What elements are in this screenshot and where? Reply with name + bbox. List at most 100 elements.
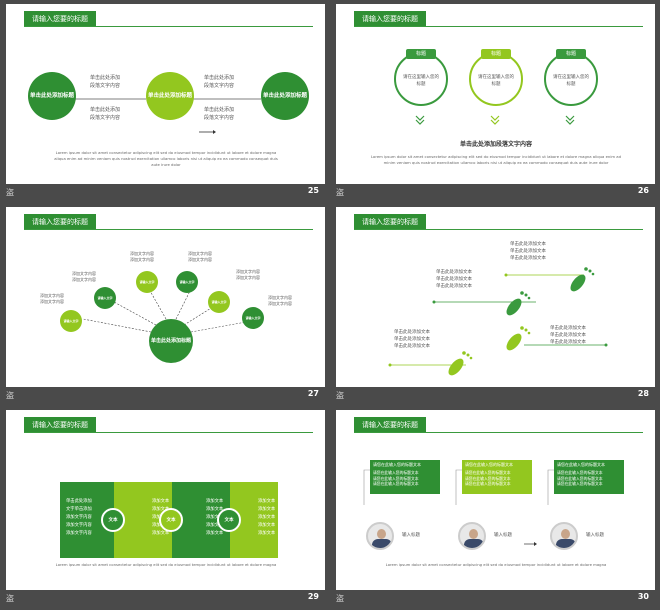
step-label-1: 单击此处添加文本 单击此处添加文本 单击此处添加文本 (510, 242, 546, 261)
flow-text-1: 单击此处添加 段落文字内容 (90, 75, 121, 89)
node-label-6: 添加文字内容 添加文字内容 (268, 295, 292, 306)
avatar (550, 522, 578, 550)
lorem-text: Lorem ipsum dolor sit amet consectetur a… (55, 562, 277, 567)
slide-26-footer: 盗 26 (336, 186, 655, 200)
slide-26[interactable]: 请输入您要的标题 标题 请在这里输入您的标题 标题 请在这里输入您的标题 标题 … (336, 4, 655, 184)
panel-1-text: 单击此处添加 文字单击添加 添加文字内容 添加文字内容 添加文字内容 (66, 499, 92, 536)
slide-25-cell[interactable]: 请输入您要的标题 单击此处添加标题 单击此处添加标题 单击此处添加标题 单击此处… (0, 0, 330, 203)
panel-4-text: 添加文本 添加文本 添加文本 添加文本 添加文本 (258, 499, 276, 536)
node-label-1: 添加文字内容 添加文字内容 (40, 293, 64, 304)
slide-title: 请输入您要的标题 (354, 11, 426, 27)
lorem-text: Lorem ipsum dolor sit amet consectetur a… (370, 154, 622, 165)
slide-number: 29 (307, 592, 319, 601)
slide-30-cell[interactable]: 请输入您要的标题 请您在此输入您的标题文本 请您在此输入您的标题文本 请您在此输… (330, 406, 660, 609)
slide-title: 请输入您要的标题 (24, 214, 96, 230)
profile-box-3-title: 请您在此输入您的标题文本 (557, 462, 605, 467)
avatar-head-icon (377, 529, 386, 539)
flow-circle-1: 单击此处添加标题 (28, 72, 76, 120)
step-label-3: 单击此处添加文本 单击此处添加文本 单击此处添加文本 (550, 326, 586, 345)
slide-number: 30 (637, 592, 649, 601)
slide-29[interactable]: 请输入您要的标题 单击此处添加 文字单击添加 添加文字内容 添加文字内容 添加文… (6, 410, 325, 590)
slide-30-footer: 盗 30 (336, 592, 655, 606)
slide-number: 27 (307, 389, 319, 398)
title-underline (24, 229, 313, 230)
chevron-down-icons (415, 115, 575, 125)
avatar-body-icon (556, 539, 576, 548)
slide-25-footer: 盗 25 (6, 186, 325, 200)
profile-box-2-text: 请您在此输入您的标题文本 请您在此输入您的标题文本 请您在此输入您的标题文本 (465, 470, 511, 486)
title-underline (354, 229, 643, 230)
avatar-head-icon (561, 529, 570, 539)
profile-box-3-text: 请您在此输入您的标题文本 请您在此输入您的标题文本 请您在此输入您的标题文本 (557, 470, 603, 486)
slide-number: 25 (307, 186, 319, 195)
ring-2-label: 标题 (481, 49, 511, 59)
profile-box-1-text: 请您在此输入您的标题文本 请您在此输入您的标题文本 请您在此输入您的标题文本 (373, 470, 419, 486)
slide-29-footer: 盗 29 (6, 592, 325, 606)
avatar-head-icon (469, 529, 478, 539)
profile-box-1-title: 请您在此输入您的标题文本 (373, 462, 421, 467)
profile-box-1 (370, 460, 440, 494)
node-3: 请输入文字 (136, 271, 158, 293)
flow-circle-3: 单击此处添加标题 (261, 72, 309, 120)
step-label-2: 单击此处添加文本 单击此处添加文本 单击此处添加文本 (436, 270, 472, 289)
slide-28-footer: 盗 28 (336, 389, 655, 403)
slide-icon: 盗 (336, 391, 344, 400)
panel-3-text: 添加文本 添加文本 添加文本 添加文本 添加文本 (206, 499, 224, 536)
radial-connectors (82, 288, 247, 333)
profile-box-3 (554, 460, 624, 494)
flow-circle-2: 单击此处添加标题 (146, 72, 194, 120)
ring-3-text: 请在这里输入您的标题 (553, 75, 589, 87)
flow-text-3: 单击此处添加 段落文字内容 (204, 75, 235, 89)
slide-28-cell[interactable]: 请输入您要的标题 (330, 203, 660, 406)
node-2: 请输入文字 (94, 287, 116, 309)
title-underline (354, 26, 643, 27)
slide-title: 请输入您要的标题 (24, 417, 96, 433)
slide-27[interactable]: 请输入您要的标题 单击此处添加标题 请输入文字 请输入文字 请输入文字 请输入文… (6, 207, 325, 387)
hub-circle: 单击此处添加标题 (149, 319, 193, 363)
node-4: 请输入文字 (176, 271, 198, 293)
slide-26-cell[interactable]: 请输入您要的标题 标题 请在这里输入您的标题 标题 请在这里输入您的标题 标题 … (330, 0, 660, 203)
flow-text-4: 单击此处添加 段落文字内容 (204, 107, 235, 121)
node-6: 请输入文字 (242, 307, 264, 329)
slide-30[interactable]: 请输入您要的标题 请您在此输入您的标题文本 请您在此输入您的标题文本 请您在此输… (336, 410, 655, 590)
slide-icon: 盗 (336, 594, 344, 603)
slide-title: 请输入您要的标题 (354, 417, 426, 433)
footprint-graphics (388, 267, 608, 376)
lorem-text: Lorem ipsum dolor sit amet consectetur a… (385, 562, 607, 567)
ring-2-text: 请在这里输入您的标题 (478, 75, 514, 87)
panel-circle-1: 文本 (101, 508, 125, 532)
slide-29-cell[interactable]: 请输入您要的标题 单击此处添加 文字单击添加 添加文字内容 添加文字内容 添加文… (0, 406, 330, 609)
title-underline (354, 432, 643, 433)
slide-27-footer: 盗 27 (6, 389, 325, 403)
profile-name-3: 输入标题 (586, 533, 604, 538)
slide-icon: 盗 (6, 188, 14, 197)
avatar-body-icon (464, 539, 484, 548)
ring-3-label: 标题 (556, 49, 586, 59)
avatar-body-icon (372, 539, 392, 548)
slide-27-cell[interactable]: 请输入您要的标题 单击此处添加标题 请输入文字 请输入文字 请输入文字 请输入文… (0, 203, 330, 406)
slide-title: 请输入您要的标题 (354, 214, 426, 230)
node-5: 请输入文字 (208, 291, 230, 313)
panel-circle-3: 文本 (217, 508, 241, 532)
title-underline (24, 432, 313, 433)
panel-circle-2: 文本 (159, 508, 183, 532)
profile-brackets (363, 469, 554, 546)
title-underline (24, 26, 313, 27)
node-label-3: 添加文字内容 添加文字内容 (130, 251, 154, 262)
slide-number: 28 (637, 389, 649, 398)
node-label-4: 添加文字内容 添加文字内容 (188, 251, 212, 262)
slide-icon: 盗 (6, 391, 14, 400)
node-label-5: 添加文字内容 添加文字内容 (236, 269, 260, 280)
slide-25[interactable]: 请输入您要的标题 单击此处添加标题 单击此处添加标题 单击此处添加标题 单击此处… (6, 4, 325, 184)
slide-title: 请输入您要的标题 (24, 11, 96, 27)
slide-28[interactable]: 请输入您要的标题 (336, 207, 655, 387)
profile-name-1: 输入标题 (402, 533, 420, 538)
avatar (366, 522, 394, 550)
ring-1-text: 请在这里输入您的标题 (403, 75, 439, 87)
profile-name-2: 输入标题 (494, 533, 512, 538)
slide-icon: 盗 (6, 594, 14, 603)
lorem-text: Lorem ipsum dolor sit amet consectetur a… (54, 150, 278, 167)
profile-box-2 (462, 460, 532, 494)
profile-box-2-title: 请您在此输入您的标题文本 (465, 462, 513, 467)
